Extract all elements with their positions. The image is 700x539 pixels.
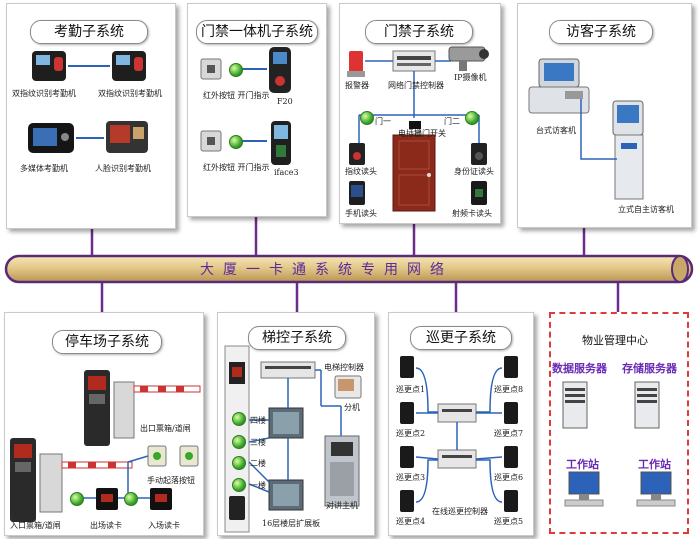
attendance-device-2: 双指纹识别考勤机 — [98, 89, 162, 98]
access-label-rf-reader: 射频卡读头 — [452, 209, 492, 218]
visitor-label-desktop: 台式访客机 — [536, 126, 576, 135]
door-two-indicator-icon — [465, 111, 479, 125]
patrol-controller-label: 在线巡更控制器 — [432, 507, 488, 516]
management-devices — [562, 381, 676, 507]
access-integrated-title: 门禁一体机子系统 — [196, 20, 318, 44]
elevator-devices — [224, 345, 362, 533]
workstation-icon — [640, 471, 672, 495]
network-label: 大厦一卡通系统专用网络 — [200, 262, 453, 278]
parking-label-exit: 出口票箱/道闸 — [140, 424, 191, 433]
access-label-controller: 网络门禁控制器 — [388, 81, 444, 90]
management-title: 物业管理中心 — [582, 334, 648, 347]
floor-four-indicator-icon — [232, 412, 246, 426]
attendance-title: 考勤子系统 — [30, 20, 148, 44]
patrol-point-4: 巡更点4 — [396, 517, 426, 526]
access-label-phone-reader: 手机读头 — [345, 209, 377, 218]
attendance-device-1: 双指纹识别考勤机 — [12, 89, 76, 98]
elevator-label-controller: 电梯控制器 — [324, 363, 364, 372]
elevator-label-floor-2: 二楼 — [250, 459, 266, 468]
visitor-label-standing: 立式自主访客机 — [618, 205, 674, 214]
patrol-devices — [400, 356, 518, 512]
workstation-2-label: 工作站 — [638, 458, 671, 471]
parking-devices — [10, 370, 201, 522]
access-label-lock: 电插锁 — [398, 129, 422, 138]
access-label-alarm: 报警器 — [345, 81, 369, 90]
access-devices — [347, 46, 489, 212]
patrol-point-3: 巡更点3 — [396, 473, 426, 482]
parking-indicator-icon — [70, 492, 84, 506]
patrol-point-8: 巡更点8 — [494, 385, 524, 394]
parking-indicator-icon — [124, 492, 138, 506]
access-label-id-reader: 身份证读头 — [454, 167, 494, 176]
patrol-point-6: 巡更点6 — [494, 473, 524, 482]
access-label-exit-switch: 出门开关 — [414, 129, 446, 138]
access-integrated-devices — [200, 47, 291, 165]
data-server-label: 数据服务器 — [552, 362, 607, 375]
patrol-point-1: 巡更点1 — [396, 385, 426, 394]
access-integrated-label-4: iface3 — [274, 168, 299, 177]
parking-title: 停车场子系统 — [52, 330, 162, 354]
elevator-title: 梯控子系统 — [248, 326, 346, 350]
patrol-point-2: 巡更点2 — [396, 429, 426, 438]
door-one-indicator-icon — [360, 111, 374, 125]
elevator-label-intercom: 对讲主机 — [326, 501, 358, 510]
access-title: 门禁子系统 — [365, 20, 473, 44]
workstation-1-label: 工作站 — [566, 458, 599, 471]
workstation-icon — [568, 471, 600, 495]
elevator-label-floor-3: 三楼 — [250, 438, 266, 447]
access-label-door-one: 门一 — [375, 117, 391, 126]
floor-three-indicator-icon — [232, 435, 246, 449]
parking-label-exit-reader: 出场读卡 — [90, 521, 122, 530]
access-integrated-label-2: F20 — [277, 97, 293, 106]
floor-one-indicator-icon — [232, 478, 246, 492]
elevator-label-expansion: 16层楼层扩展板 — [262, 519, 321, 528]
access-label-door-two: 门二 — [444, 117, 460, 126]
elevator-label-floor-1: 一楼 — [250, 481, 266, 490]
patrol-point-7: 巡更点7 — [494, 429, 524, 438]
network-bus — [4, 254, 694, 284]
attendance-device-3: 多媒体考勤机 — [20, 164, 68, 173]
storage-server-label: 存储服务器 — [622, 362, 677, 375]
parking-label-entrance: 入口票箱/道闸 — [10, 521, 61, 530]
elevator-label-floor-4: 四楼 — [250, 416, 266, 425]
visitor-title: 访客子系统 — [549, 20, 653, 44]
access-integrated-label-3: 红外按钮 开门指示 — [203, 163, 270, 172]
patrol-point-5: 巡更点5 — [494, 517, 524, 526]
network-bus-end — [671, 255, 689, 283]
parking-label-entry-reader: 入场读卡 — [148, 521, 180, 530]
indicator-light-icon — [229, 63, 243, 77]
indicator-light-icon — [229, 135, 243, 149]
attendance-device-4: 人脸识别考勤机 — [95, 164, 151, 173]
patrol-title: 巡更子系统 — [410, 326, 512, 350]
visitor-devices — [528, 58, 644, 200]
access-label-fingerprint-reader: 指纹读头 — [345, 167, 377, 176]
parking-label-manual: 手动起落按钮 — [147, 476, 195, 485]
access-integrated-label-1: 红外按钮 开门指示 — [203, 91, 270, 100]
floor-two-indicator-icon — [232, 456, 246, 470]
access-label-camera: IP摄像机 — [454, 73, 487, 82]
elevator-label-extension: 分机 — [344, 403, 360, 412]
attendance-devices — [28, 51, 148, 153]
